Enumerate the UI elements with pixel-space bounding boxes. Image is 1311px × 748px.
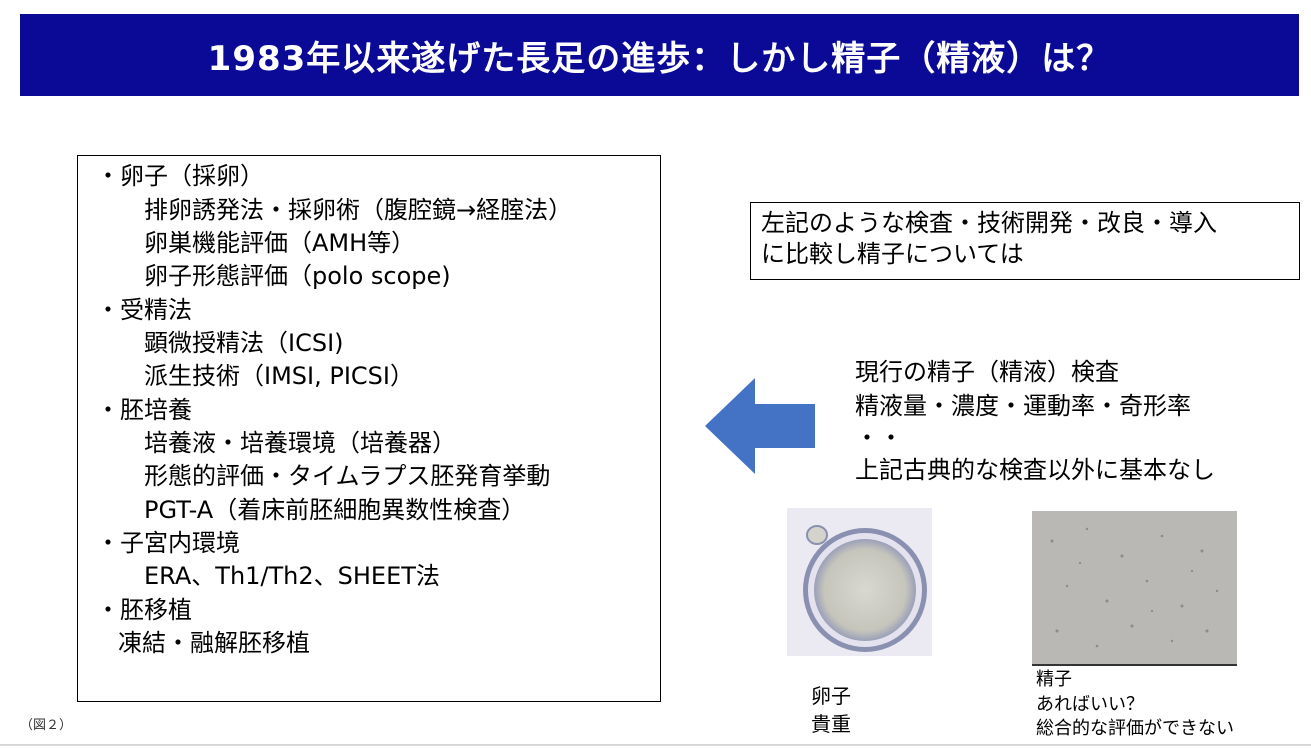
list-item: 卵子形態評価（polo scope) xyxy=(144,262,451,290)
list-item: 培養液・培養環境（培養器） xyxy=(144,429,456,457)
list-item: ・胚移植 xyxy=(96,596,192,624)
note-line: に比較し精子については xyxy=(761,240,1024,268)
list-item: ・胚培養 xyxy=(96,396,192,424)
list-item: ERA、Th1/Th2、SHEET法 xyxy=(144,562,440,590)
list-item: 凍結・融解胚移植 xyxy=(118,629,310,657)
oocyte-caption-note: 貴重 xyxy=(811,712,851,736)
oocyte-image xyxy=(787,508,932,656)
sperm-image xyxy=(1032,511,1237,666)
advances-list-box: ・卵子（採卵） 排卵誘発法・採卵術（腹腔鏡→経腟法） 卵巣機能評価（AMH等） … xyxy=(77,155,661,702)
current-tests-ellipsis: ・・ xyxy=(855,424,903,452)
sperm-caption-note: 総合的な評価ができない xyxy=(1036,718,1234,739)
current-tests-heading: 現行の精子（精液）検査 xyxy=(855,358,1119,386)
list-item: 形態的評価・タイムラプス胚発育挙動 xyxy=(144,462,551,490)
page-title: 1983年以来遂げた長足の進歩：しかし精子（精液）は？ xyxy=(207,38,1112,79)
oocyte-caption: 卵子 xyxy=(811,684,851,708)
bottom-divider xyxy=(0,744,1311,746)
list-item: ・受精法 xyxy=(96,296,192,324)
note-line: 左記のような検査・技術開発・改良・導入 xyxy=(761,209,1217,237)
title-bar: 1983年以来遂げた長足の進歩：しかし精子（精液）は？ xyxy=(20,14,1299,96)
list-item: 排卵誘発法・採卵術（腹腔鏡→経腟法） xyxy=(144,196,573,224)
comparison-note-box: 左記のような検査・技術開発・改良・導入 に比較し精子については xyxy=(750,202,1300,280)
current-tests-conclusion: 上記古典的な検査以外に基本なし xyxy=(855,456,1215,484)
list-item: 卵巣機能評価（AMH等） xyxy=(144,229,416,257)
list-item: 派生技術（IMSI, PICSI） xyxy=(144,362,414,390)
list-item: PGT-A（着床前胚細胞異数性検査） xyxy=(144,496,526,524)
left-arrow-icon xyxy=(705,378,815,474)
list-item: ・卵子（採卵） xyxy=(96,162,264,190)
list-item: 顕微授精法（ICSI) xyxy=(144,329,344,357)
sperm-caption: 精子 xyxy=(1036,669,1072,690)
list-item: ・子宮内環境 xyxy=(96,529,240,557)
figure-label: （図２） xyxy=(20,718,73,733)
current-tests-items: 精液量・濃度・運動率・奇形率 xyxy=(855,392,1191,420)
sperm-caption-note: あればいい？ xyxy=(1036,694,1144,715)
